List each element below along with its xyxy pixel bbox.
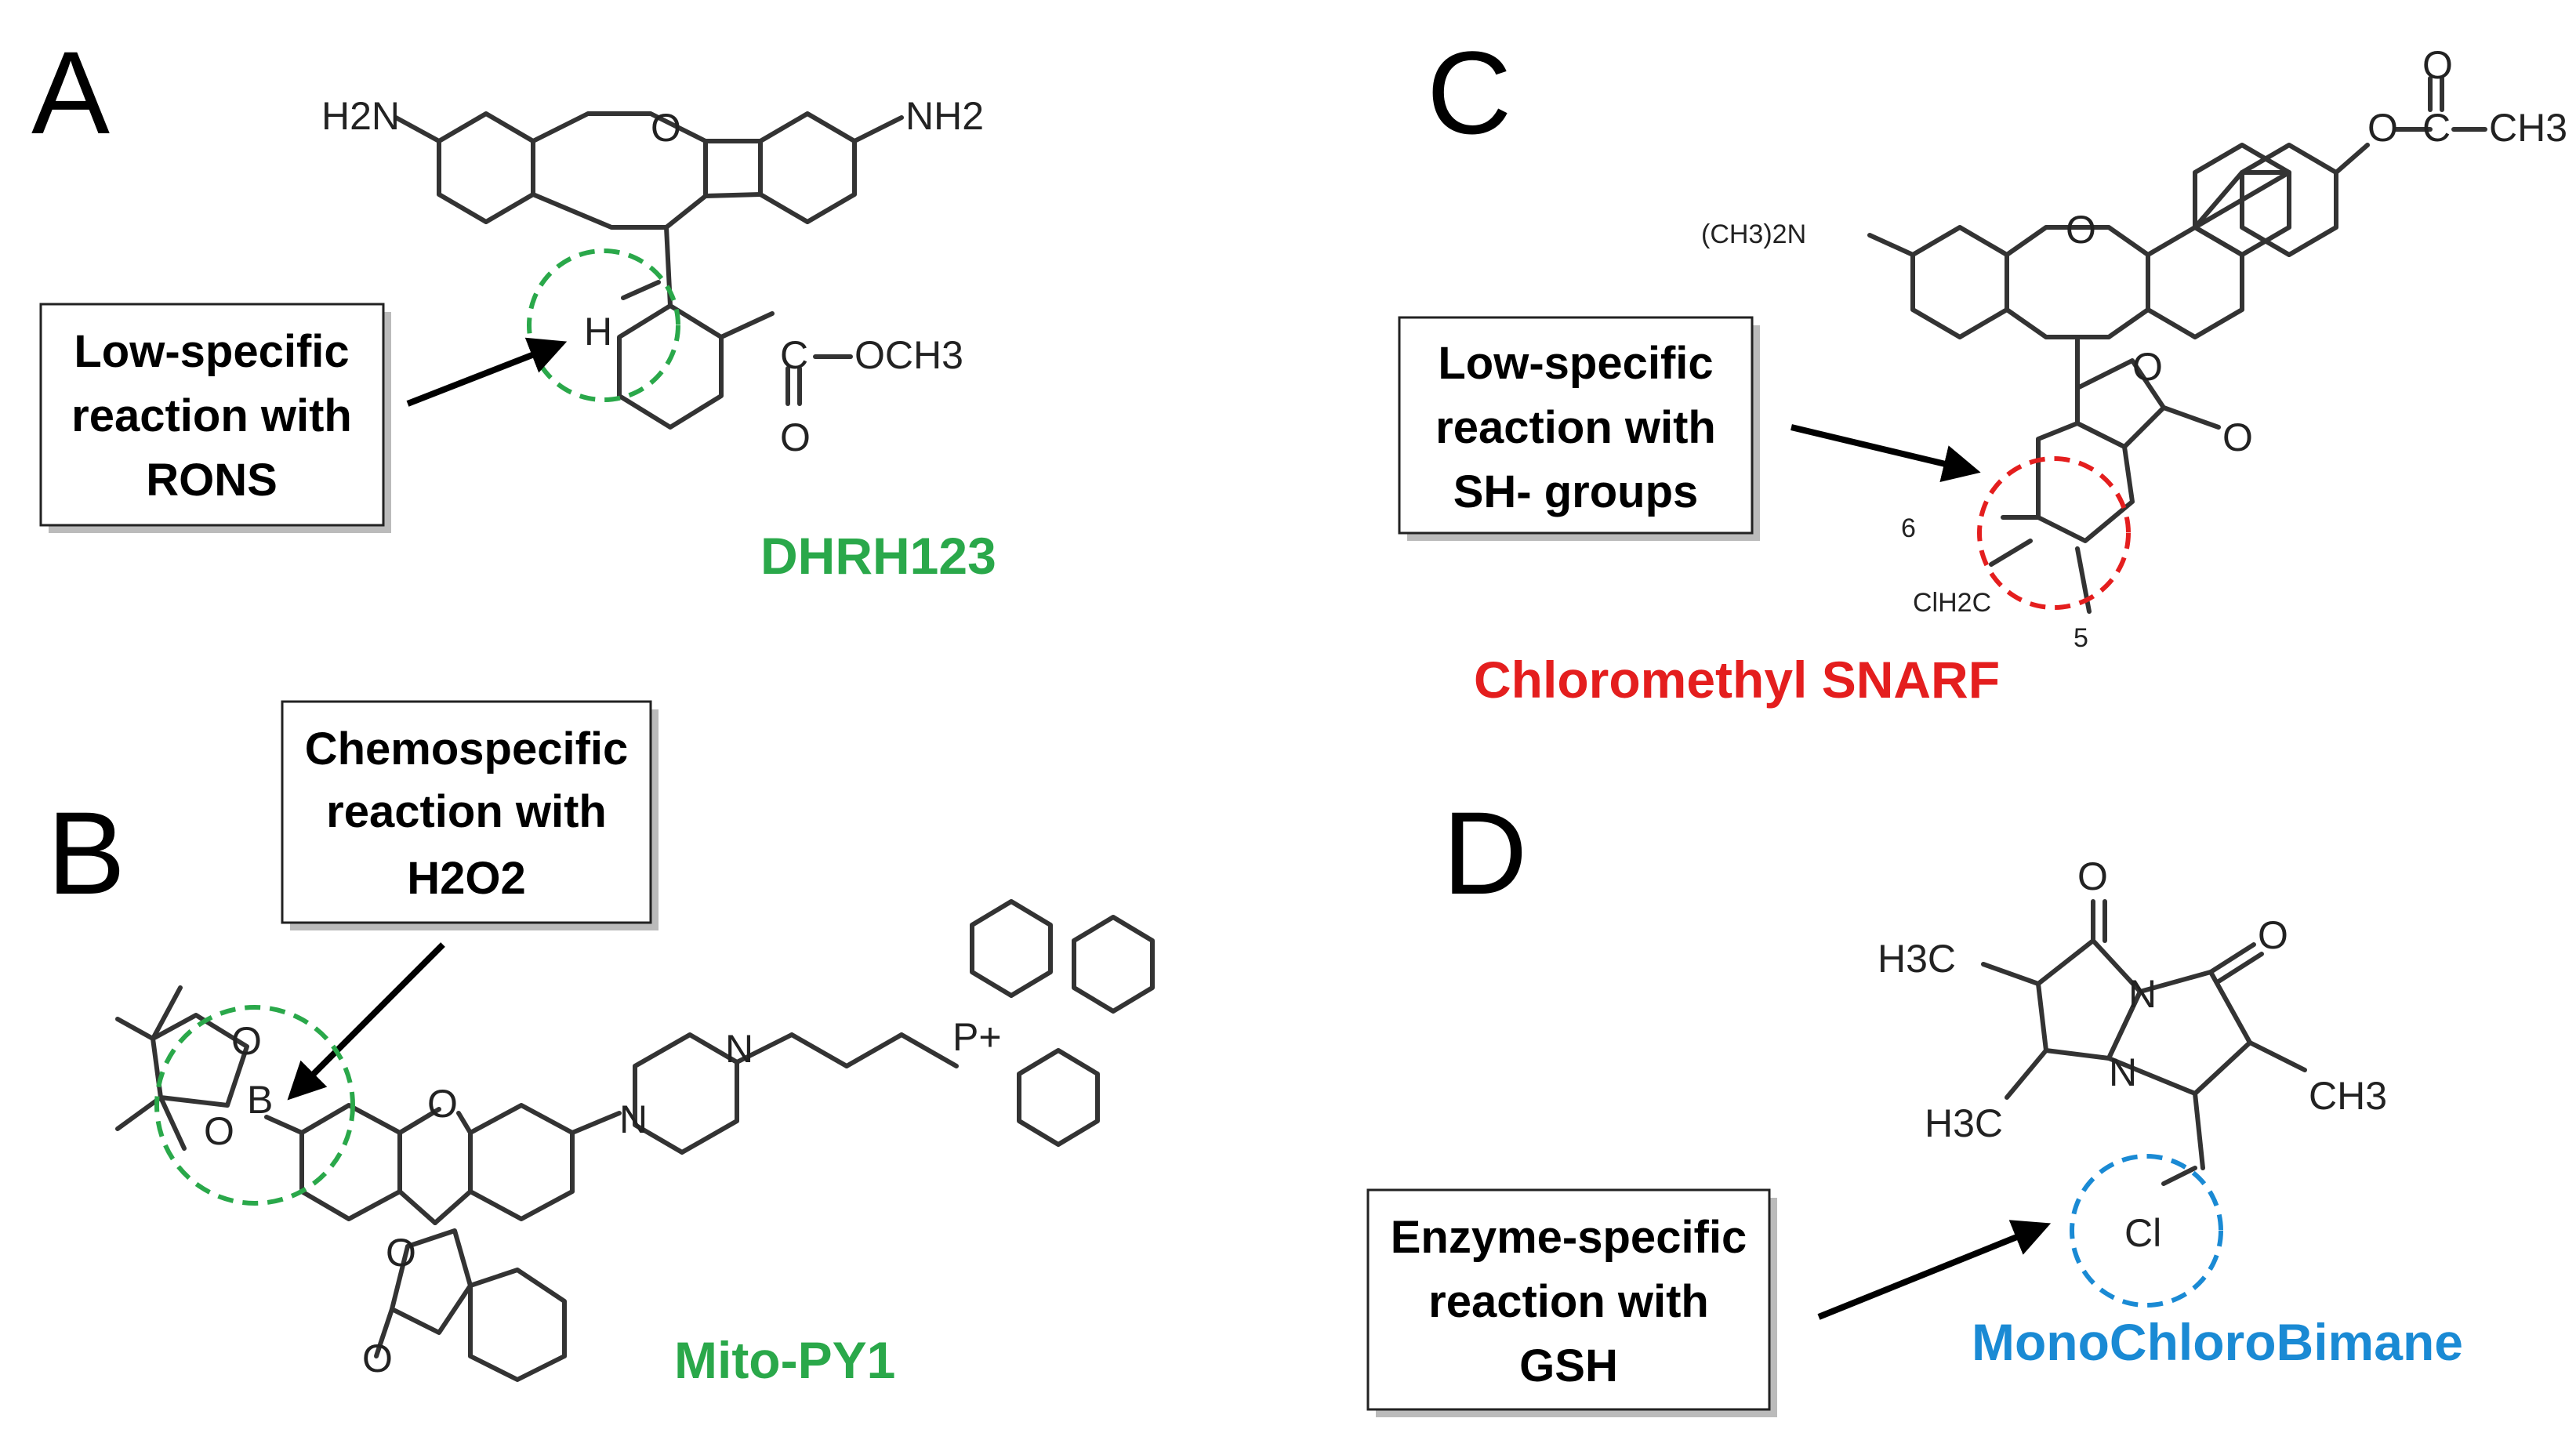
panel-b: B Chemospecific reaction with H2O2 [47,700,1155,1389]
panel-c: C (CH3)2N O O C CH3 O [1398,27,2567,709]
callout-a-line-1: Low-specific [74,326,349,377]
atom-o-top: O [231,1019,262,1063]
callout-box-b [281,700,652,924]
compound-name-mito-py1: Mito-PY1 [674,1331,895,1389]
callout-c-line-3: SH- groups [1453,466,1699,517]
compound-name-monochlorobimane: MonoChloroBimane [1972,1313,2463,1371]
atom-o-ring: O [2066,208,2096,252]
compound-name-chloromethyl-snarf: Chloromethyl SNARF [1474,651,2000,709]
atom-o-ring: O [651,106,681,150]
arrow-a [406,337,568,407]
callout-box-d [1366,1188,1771,1411]
callout-b-line-2: reaction with [326,786,607,837]
atom-o-ring: O [427,1082,458,1126]
highlight-circle-boronate [154,1005,355,1206]
atom-o-lactone: O [2132,345,2163,389]
atom-h3c-top: H3C [1878,937,1956,981]
panel-a: A H2N NH2 O H C OCH3 O [31,27,996,585]
atom-boron: B [247,1078,273,1122]
atom-o-left: O [2077,854,2108,898]
atom-h3c-bottom: H3C [1925,1101,2003,1145]
compound-name-dhrh123: DHRH123 [760,527,996,585]
atom-o-carbonyl: O [362,1337,393,1380]
highlight-circle-h [527,248,680,402]
callout-d-line-2: reaction with [1428,1276,1709,1327]
atom-o-ester: O [2367,106,2398,150]
atom-h: H [584,310,612,354]
panel-letter-b: B [47,787,125,919]
callout-box-a [39,303,385,527]
highlight-circle-chlorine [2070,1154,2223,1308]
callout-b: Chemospecific reaction with H2O2 [281,700,659,930]
callout-a-line-3: RONS [146,455,278,506]
atom-carbonyl-o: O [780,415,811,459]
atom-carbonyl-c: C [780,333,808,377]
callout-c: Low-specific reaction with SH- groups [1398,316,1760,541]
atom-pos6: 6 [1901,513,1916,543]
atom-ch3: CH3 [2309,1074,2387,1118]
callout-d-line-3: GSH [1519,1340,1618,1391]
arrow-b [287,942,445,1101]
monochlorobimane-structure: O O H3C H3C CH3 N N Cl [1878,854,2387,1308]
callout-a-line-2: reaction with [71,390,352,441]
panel-d: D O O H3C H3C CH3 N N Cl Enzyme [1366,787,2463,1417]
atom-o-lactone: O [386,1231,416,1275]
atom-phosphorus: P+ [952,1015,1002,1059]
atom-n-top: N [2128,972,2157,1016]
callout-b-line-3: H2O2 [407,853,526,904]
atom-nme2: (CH3)2N [1701,219,1806,249]
callout-d: Enzyme-specific reaction with GSH [1366,1188,1777,1417]
atom-o-carbonyl: O [2222,415,2253,459]
arrow-d [1817,1220,2052,1320]
arrow-c [1791,424,1981,482]
mito-py1-structure: O O B O N N P+ O O [115,899,1155,1382]
atom-o-right: O [2258,913,2288,957]
atom-cl: Cl [2124,1211,2161,1255]
callout-a: Low-specific reaction with RONS [39,303,391,533]
atom-o-bottom: O [204,1109,234,1153]
atom-n-right: N [725,1027,753,1071]
callout-box-c [1398,316,1754,535]
atom-n-bottom: N [2109,1050,2137,1094]
atom-h2n-left: H2N [321,94,400,138]
callout-c-line-1: Low-specific [1438,338,1713,389]
atom-n-left: N [619,1097,648,1141]
callout-c-line-2: reaction with [1435,402,1716,453]
atom-och3: OCH3 [854,333,963,377]
atom-nh2-right: NH2 [905,94,984,138]
chloromethyl-snarf-structure: (CH3)2N O O C CH3 O O O 6 ClH2C 5 [1701,43,2567,653]
dhrh123-structure: H2N NH2 O H C OCH3 O [321,94,984,459]
atom-clh2c: ClH2C [1913,588,1991,618]
atom-o-double: O [2422,43,2453,87]
atom-ch3: CH3 [2489,106,2567,150]
atom-pos5: 5 [2073,623,2088,653]
panel-letter-c: C [1427,27,1511,158]
highlight-circle-chloromethyl [1977,456,2131,610]
panel-letter-a: A [31,27,110,158]
callout-d-line-1: Enzyme-specific [1391,1212,1747,1263]
callout-b-line-1: Chemospecific [305,724,629,774]
panel-letter-d: D [1442,787,1527,919]
atom-c-ester: C [2422,106,2451,150]
